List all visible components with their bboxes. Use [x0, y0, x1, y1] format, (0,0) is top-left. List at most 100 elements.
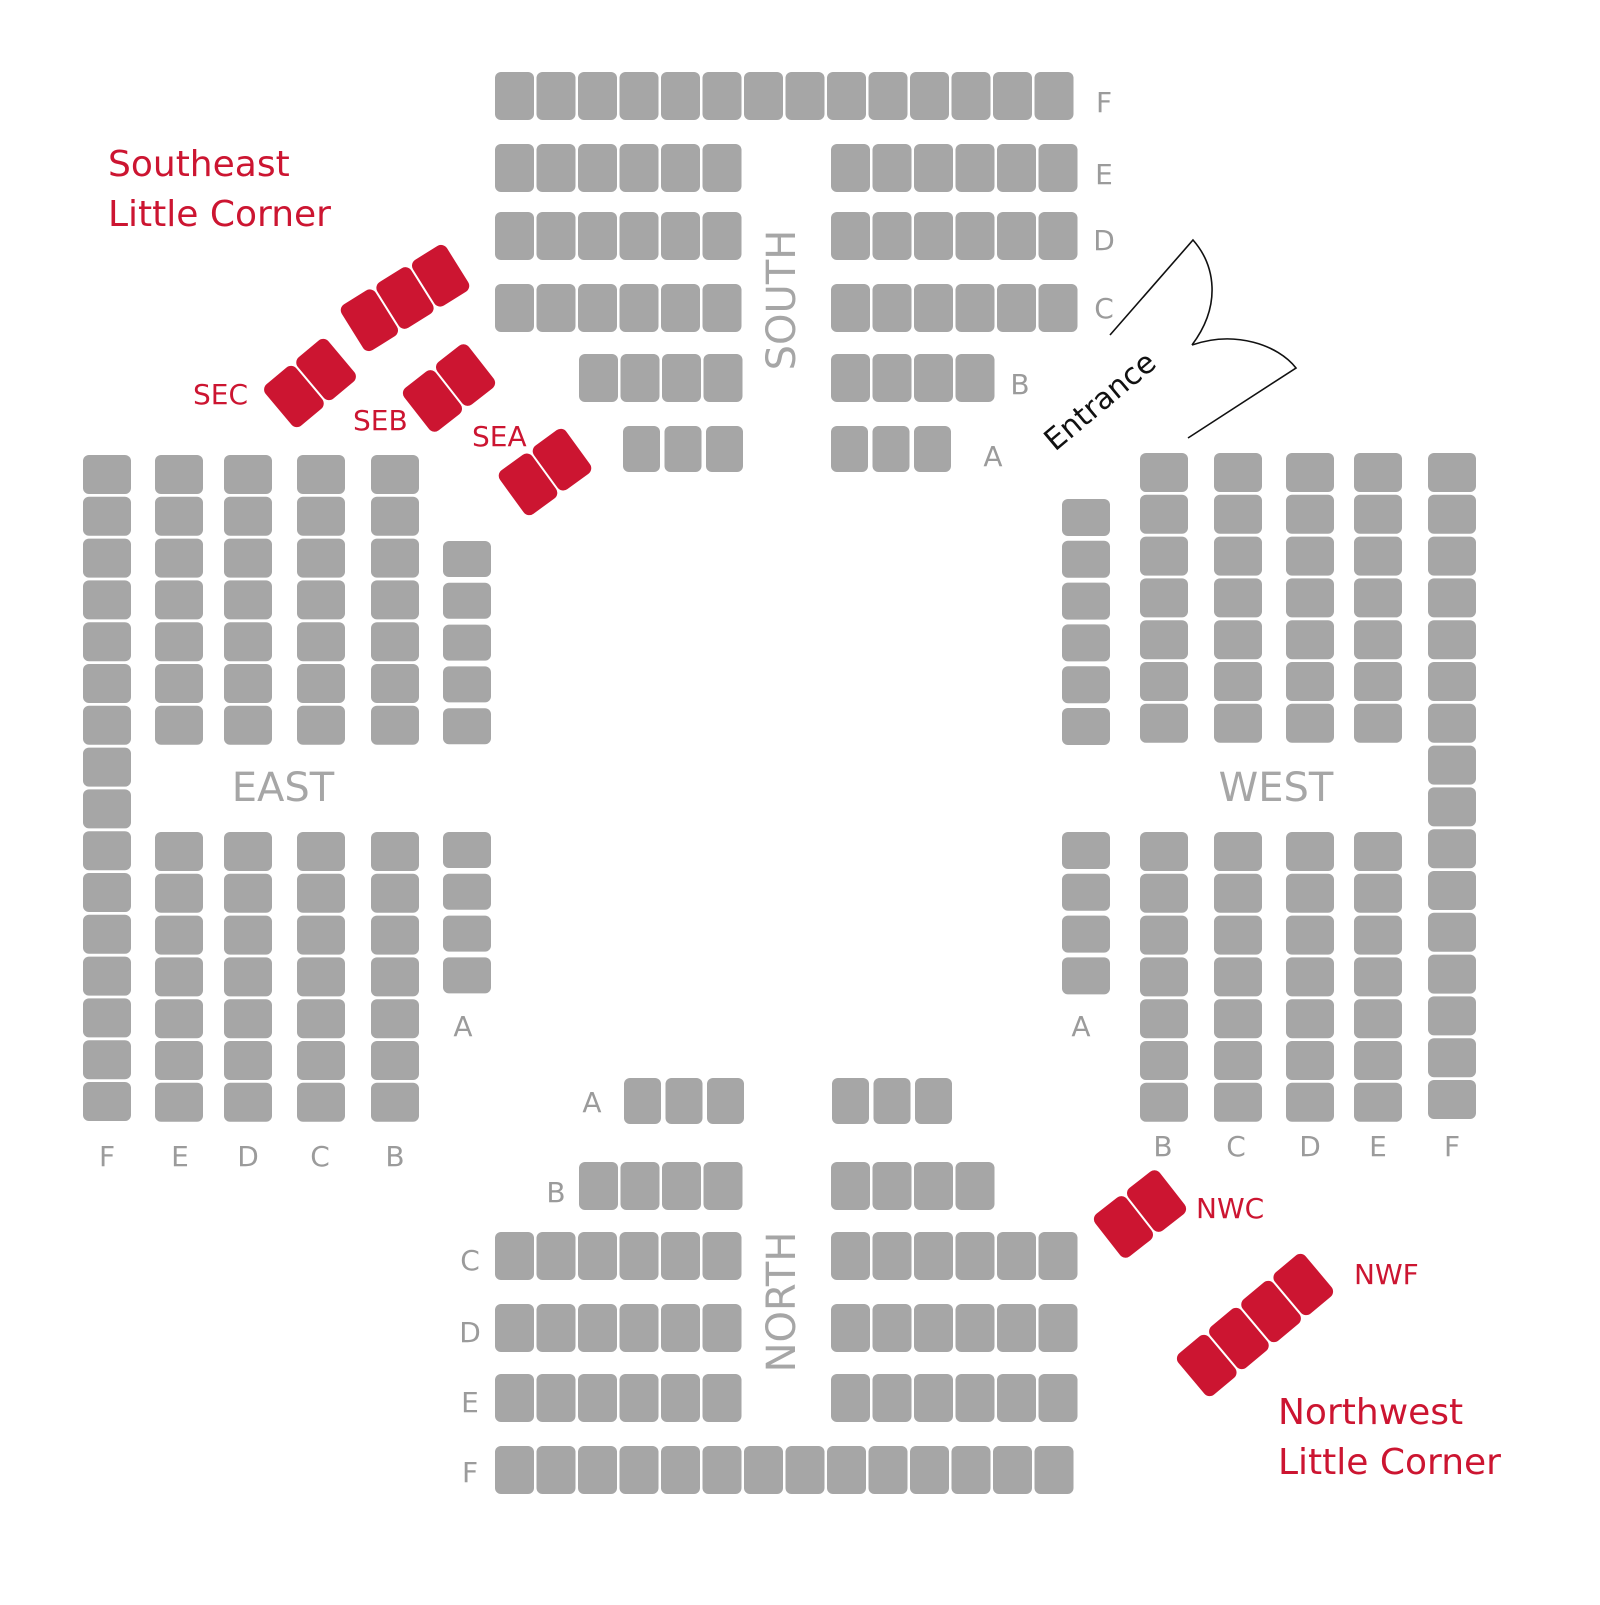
- west-seat[interactable]: [1214, 1041, 1262, 1080]
- east-seat[interactable]: [297, 832, 345, 871]
- north-seat[interactable]: [955, 1304, 995, 1352]
- west-seat[interactable]: [1428, 954, 1476, 994]
- south-seat[interactable]: [702, 72, 742, 120]
- east-seat[interactable]: [371, 538, 419, 578]
- east-seat[interactable]: [155, 622, 203, 662]
- north-seat[interactable]: [619, 1446, 659, 1494]
- east-seat[interactable]: [371, 999, 419, 1039]
- north-seat[interactable]: [827, 1446, 866, 1494]
- west-seat[interactable]: [1140, 536, 1188, 576]
- west-seat[interactable]: [1428, 912, 1476, 952]
- east-seat[interactable]: [155, 832, 203, 871]
- north-seat[interactable]: [831, 1304, 870, 1352]
- east-seat[interactable]: [155, 1082, 203, 1122]
- south-seat[interactable]: [872, 426, 910, 472]
- corner-seat[interactable]: [374, 265, 437, 332]
- north-seat[interactable]: [831, 1232, 870, 1280]
- north-seat[interactable]: [702, 1374, 742, 1422]
- south-seat[interactable]: [910, 72, 949, 120]
- west-seat[interactable]: [1428, 1080, 1476, 1119]
- south-seat[interactable]: [703, 354, 743, 402]
- west-seat[interactable]: [1062, 582, 1110, 620]
- north-seat[interactable]: [955, 1232, 995, 1280]
- west-seat[interactable]: [1286, 957, 1334, 997]
- north-seat[interactable]: [536, 1374, 576, 1422]
- west-seat[interactable]: [1354, 957, 1402, 997]
- south-seat[interactable]: [951, 72, 991, 120]
- west-seat[interactable]: [1062, 708, 1110, 745]
- east-seat[interactable]: [371, 1041, 419, 1080]
- north-seat[interactable]: [661, 1232, 700, 1280]
- south-seat[interactable]: [785, 72, 825, 120]
- east-seat[interactable]: [224, 873, 272, 913]
- east-seat[interactable]: [371, 705, 419, 745]
- south-seat[interactable]: [831, 426, 868, 472]
- south-seat[interactable]: [872, 354, 912, 402]
- east-seat[interactable]: [224, 957, 272, 997]
- south-seat[interactable]: [831, 354, 870, 402]
- south-seat[interactable]: [868, 72, 908, 120]
- east-seat[interactable]: [83, 705, 131, 745]
- west-seat[interactable]: [1354, 578, 1402, 618]
- west-seat[interactable]: [1140, 1082, 1188, 1122]
- east-seat[interactable]: [155, 538, 203, 578]
- west-seat[interactable]: [1140, 915, 1188, 955]
- north-seat[interactable]: [536, 1304, 576, 1352]
- west-seat[interactable]: [1214, 832, 1262, 871]
- west-seat[interactable]: [1428, 745, 1476, 785]
- west-seat[interactable]: [1062, 540, 1110, 578]
- east-seat[interactable]: [297, 664, 345, 703]
- east-seat[interactable]: [224, 705, 272, 745]
- west-seat[interactable]: [1140, 662, 1188, 701]
- east-seat[interactable]: [155, 1041, 203, 1080]
- north-seat[interactable]: [910, 1446, 949, 1494]
- west-seat[interactable]: [1428, 620, 1476, 660]
- south-seat[interactable]: [661, 212, 700, 260]
- west-seat[interactable]: [1354, 620, 1402, 660]
- south-seat[interactable]: [997, 144, 1036, 192]
- north-seat[interactable]: [744, 1446, 783, 1494]
- west-seat[interactable]: [1140, 999, 1188, 1039]
- south-seat[interactable]: [993, 72, 1032, 120]
- west-seat[interactable]: [1214, 494, 1262, 534]
- west-seat[interactable]: [1214, 873, 1262, 913]
- north-seat[interactable]: [579, 1162, 618, 1210]
- south-seat[interactable]: [955, 144, 995, 192]
- west-seat[interactable]: [1140, 578, 1188, 618]
- west-seat[interactable]: [1214, 915, 1262, 955]
- east-seat[interactable]: [371, 496, 419, 536]
- north-seat[interactable]: [955, 1162, 995, 1210]
- north-seat[interactable]: [873, 1078, 911, 1124]
- south-seat[interactable]: [914, 354, 953, 402]
- west-seat[interactable]: [1354, 703, 1402, 743]
- east-seat[interactable]: [371, 664, 419, 703]
- east-seat[interactable]: [224, 455, 272, 494]
- east-seat[interactable]: [443, 957, 491, 994]
- west-seat[interactable]: [1428, 536, 1476, 576]
- east-seat[interactable]: [224, 832, 272, 871]
- south-seat[interactable]: [706, 426, 743, 472]
- north-seat[interactable]: [1038, 1304, 1078, 1352]
- west-seat[interactable]: [1354, 453, 1402, 492]
- south-seat[interactable]: [955, 212, 995, 260]
- east-seat[interactable]: [224, 622, 272, 662]
- south-seat[interactable]: [744, 72, 783, 120]
- east-seat[interactable]: [224, 664, 272, 703]
- north-seat[interactable]: [661, 1304, 700, 1352]
- west-seat[interactable]: [1214, 620, 1262, 660]
- east-seat[interactable]: [83, 873, 131, 912]
- south-seat[interactable]: [578, 212, 617, 260]
- south-seat[interactable]: [914, 144, 953, 192]
- west-seat[interactable]: [1286, 620, 1334, 660]
- west-seat[interactable]: [1354, 873, 1402, 913]
- west-seat[interactable]: [1140, 453, 1188, 492]
- west-seat[interactable]: [1286, 1041, 1334, 1080]
- east-seat[interactable]: [83, 747, 131, 787]
- north-seat[interactable]: [997, 1374, 1036, 1422]
- corner-seat[interactable]: [1271, 1251, 1336, 1318]
- north-seat[interactable]: [495, 1304, 534, 1352]
- west-seat[interactable]: [1354, 915, 1402, 955]
- north-seat[interactable]: [662, 1162, 701, 1210]
- south-seat[interactable]: [578, 144, 617, 192]
- south-seat[interactable]: [831, 212, 870, 260]
